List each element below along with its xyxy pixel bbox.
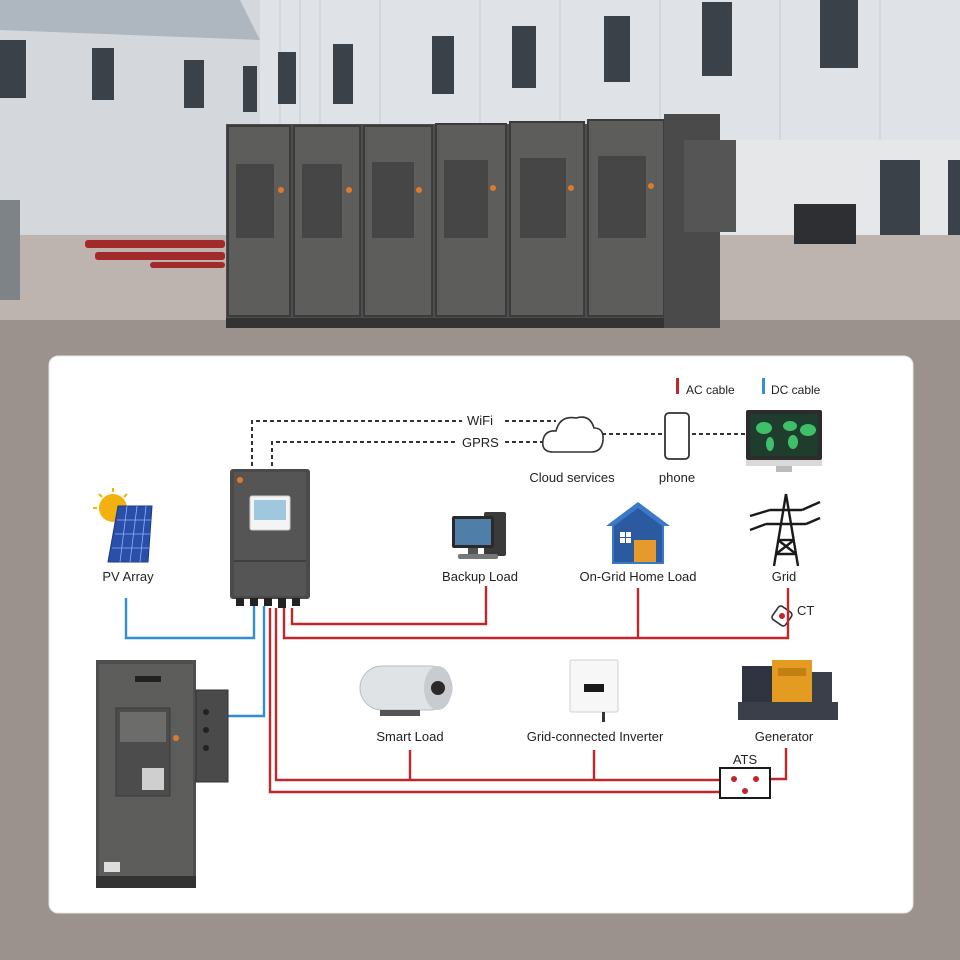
generator-to-ats-ac <box>770 748 788 781</box>
ac-cables <box>268 586 790 794</box>
battery-cabinet-row <box>226 114 736 328</box>
desktop-computer-icon <box>452 512 506 559</box>
battery-to-inverter-dc <box>228 606 266 718</box>
smartphone-icon <box>664 412 690 460</box>
monitor-world-map-icon <box>746 410 822 472</box>
cabinet-side-box <box>195 689 229 783</box>
gprs-link <box>271 441 456 466</box>
dc-cables <box>124 598 266 718</box>
smart-load-label: Smart Load <box>376 729 443 744</box>
communication-links <box>251 420 745 466</box>
backup-load-ac <box>290 586 488 626</box>
building-left <box>0 0 260 235</box>
ats-return-ac <box>268 608 722 794</box>
pv-to-inverter-dc <box>124 598 256 640</box>
grid-inverter-label: Grid-connected Inverter <box>527 729 664 744</box>
grid-ac <box>282 588 790 640</box>
wifi-label: WiFi <box>467 413 493 428</box>
right-trailer <box>794 204 856 244</box>
building-roof <box>0 0 260 40</box>
solar-panel-icon <box>93 488 153 563</box>
wifi-link <box>251 420 462 466</box>
legend-ac-swatch <box>676 378 679 394</box>
power-tower-icon <box>749 493 821 567</box>
legend-dc-swatch <box>762 378 765 394</box>
building-windows <box>0 0 960 246</box>
ats-label: ATS <box>733 752 758 767</box>
backup-load-label: Backup Load <box>442 569 518 584</box>
hybrid-inverter <box>230 469 310 608</box>
legend-ac-label: AC cable <box>686 383 735 397</box>
cloud-label: Cloud services <box>529 470 615 485</box>
battery-cabinet <box>96 660 229 888</box>
generator-bus-ac <box>274 608 722 782</box>
house-icon <box>606 502 670 564</box>
generator-label: Generator <box>755 729 814 744</box>
gprs-label: GPRS <box>462 435 499 450</box>
grid-label: Grid <box>772 569 797 584</box>
red-pipework <box>85 240 225 268</box>
legend: AC cable DC cable <box>676 378 821 397</box>
ct-label: CT <box>797 603 814 618</box>
water-heater-icon <box>359 665 453 716</box>
home-load-label: On-Grid Home Load <box>579 569 696 584</box>
cloud-icon <box>541 416 604 453</box>
phone-label: phone <box>659 470 695 485</box>
wall-siding <box>279 0 881 140</box>
inverter-box-icon <box>569 659 619 722</box>
ct-clamp-icon <box>771 605 793 627</box>
left-equipment <box>0 200 20 300</box>
generator-icon <box>738 660 838 720</box>
ats-switch-icon <box>719 767 771 799</box>
pv-label: PV Array <box>102 569 154 584</box>
legend-dc-label: DC cable <box>771 383 821 397</box>
